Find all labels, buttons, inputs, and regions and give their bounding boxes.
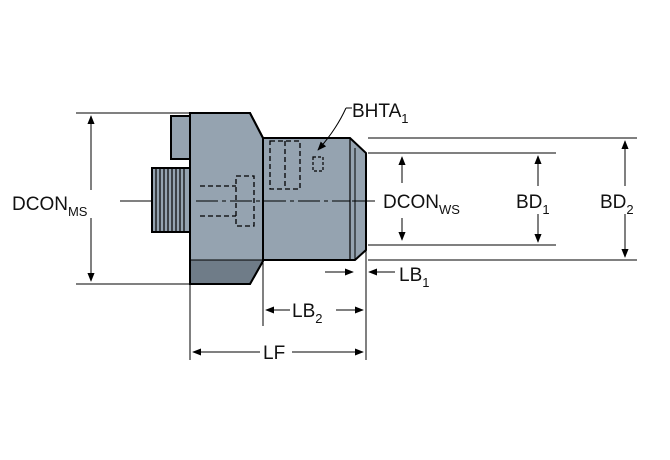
dim-bhta-arc (317, 107, 347, 151)
hidden-lines (200, 140, 301, 227)
coolant-hole (312, 156, 324, 172)
label-bd2: BD2 (598, 186, 650, 217)
svg-text:LB1: LB1 (399, 265, 429, 290)
flange-shadow (190, 260, 263, 284)
label-lb2: LB2 (290, 296, 336, 326)
label-lb1: LB1 (399, 265, 429, 290)
drive-key (170, 115, 192, 160)
shank-threads (155, 168, 185, 232)
svg-text:DCONMS: DCONMS (12, 194, 88, 219)
svg-text:BD1: BD1 (516, 192, 550, 217)
svg-text:BHTA1: BHTA1 (352, 101, 409, 126)
label-bhta: BHTA1 (352, 101, 409, 126)
label-dcon-ms: DCONMS (12, 190, 124, 219)
label-dcon-ws: DCONWS (383, 192, 460, 217)
svg-text:DCONWS: DCONWS (383, 192, 460, 217)
svg-text:LF: LF (263, 343, 285, 364)
label-bd1: BD1 (514, 186, 560, 217)
label-lf: LF (260, 340, 292, 364)
flange (189, 112, 264, 285)
extension-lines (76, 112, 637, 360)
svg-text:LB2: LB2 (292, 301, 322, 326)
svg-text:BD2: BD2 (600, 192, 634, 217)
adapter-body (151, 112, 367, 285)
